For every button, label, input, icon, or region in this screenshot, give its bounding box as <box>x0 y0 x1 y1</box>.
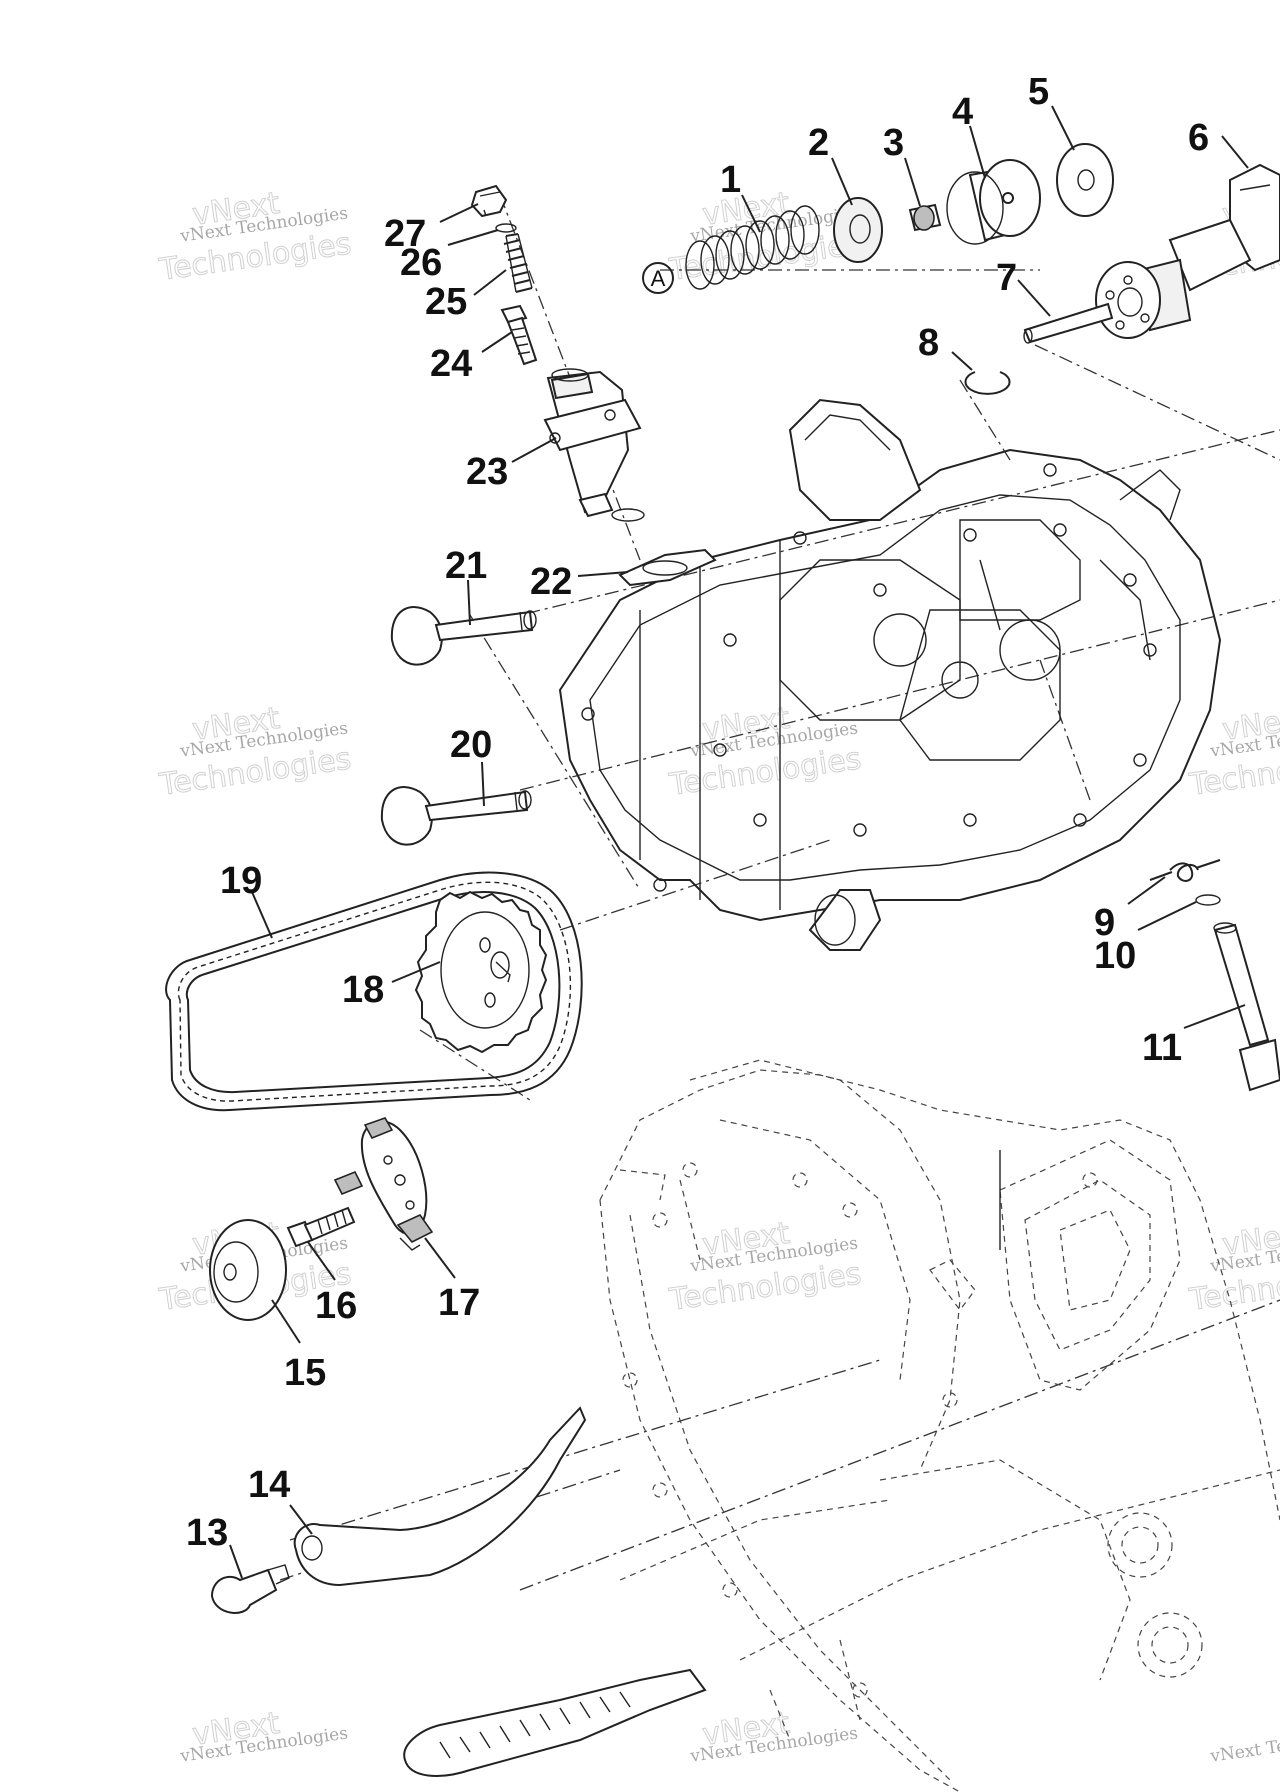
part-1-valve-spring <box>685 205 820 290</box>
callout-16: 16 <box>315 1285 357 1327</box>
watermark-text: vNext Technologies <box>1208 1723 1280 1766</box>
callout-13: 13 <box>186 1512 228 1554</box>
callout-7: 7 <box>996 257 1017 299</box>
part-10-washer <box>1195 894 1221 906</box>
callout-24: 24 <box>430 343 472 385</box>
part-21-valve <box>390 606 537 666</box>
callout-22: 22 <box>530 561 572 603</box>
callout-21: 21 <box>445 545 487 587</box>
crankcase-outline <box>599 1059 1280 1792</box>
part-8-circlip <box>964 371 1011 395</box>
watermark: vNext vNext Technologies Technologies <box>156 700 354 803</box>
callout-labels: 1 2 3 4 5 6 7 8 9 10 11 13 14 15 16 17 1… <box>186 71 1209 1554</box>
callout-17: 17 <box>438 1282 480 1324</box>
part-9-torsion-spring <box>1149 859 1221 882</box>
callout-11: 11 <box>1142 1027 1182 1069</box>
cylinder-head <box>558 398 1222 951</box>
callout-20: 20 <box>450 724 492 766</box>
callout-27: 27 <box>384 213 426 255</box>
part-20-valve <box>380 786 532 846</box>
part-15-plate <box>209 1219 287 1321</box>
reference-marker-a: A <box>642 262 674 294</box>
part-18-cam-sprocket <box>414 890 548 1054</box>
callout-3: 3 <box>883 122 904 164</box>
part-23-tensioner <box>543 368 645 522</box>
part-22-gasket <box>618 548 717 587</box>
part-25-spring <box>503 233 533 293</box>
callout-19: 19 <box>220 860 262 902</box>
part-24-bolt <box>500 304 538 366</box>
callout-14: 14 <box>248 1464 290 1506</box>
part-6-camshaft <box>1095 163 1280 339</box>
callout-5: 5 <box>1028 71 1049 113</box>
part-2-spring-retainer <box>833 197 883 263</box>
callout-15: 15 <box>284 1352 326 1394</box>
callout-25: 25 <box>425 281 467 323</box>
part-4-tappet <box>946 159 1041 245</box>
part-7-pin <box>1023 302 1114 344</box>
part-lower-chain-guide <box>403 1668 707 1777</box>
part-3-valve-keeper <box>908 203 942 232</box>
callout-2: 2 <box>808 122 829 164</box>
part-13-pivot-bolt <box>210 1564 290 1614</box>
callout-4: 4 <box>952 91 973 133</box>
part-26-gasket <box>495 223 517 233</box>
watermark: vNext Technologies <box>1208 1723 1280 1766</box>
part-5-shim <box>1056 143 1114 217</box>
callout-6: 6 <box>1188 117 1209 159</box>
callout-26: 26 <box>400 242 442 284</box>
watermark: vNext vNext Technologies <box>688 1705 859 1766</box>
part-11-shaft <box>1213 922 1280 1092</box>
part-19-timing-chain <box>165 871 583 1112</box>
part-16-bolt <box>286 1206 356 1248</box>
callout-18: 18 <box>342 969 384 1011</box>
callout-23: 23 <box>466 451 508 493</box>
reference-letter: A <box>651 266 666 291</box>
watermark: vNext vNext Technologies <box>178 1705 349 1766</box>
watermark: vNext vNext Technologies Technologies <box>156 185 354 288</box>
part-14-chain-guide <box>293 1406 587 1587</box>
part-27-bolt-head <box>470 184 508 218</box>
callout-8: 8 <box>918 322 939 364</box>
callout-10: 10 <box>1094 935 1136 977</box>
callout-1: 1 <box>720 159 741 201</box>
leader-lines <box>229 105 1249 1579</box>
part-17-decompressor <box>333 1117 434 1251</box>
callout-9: 9 <box>1094 902 1115 944</box>
